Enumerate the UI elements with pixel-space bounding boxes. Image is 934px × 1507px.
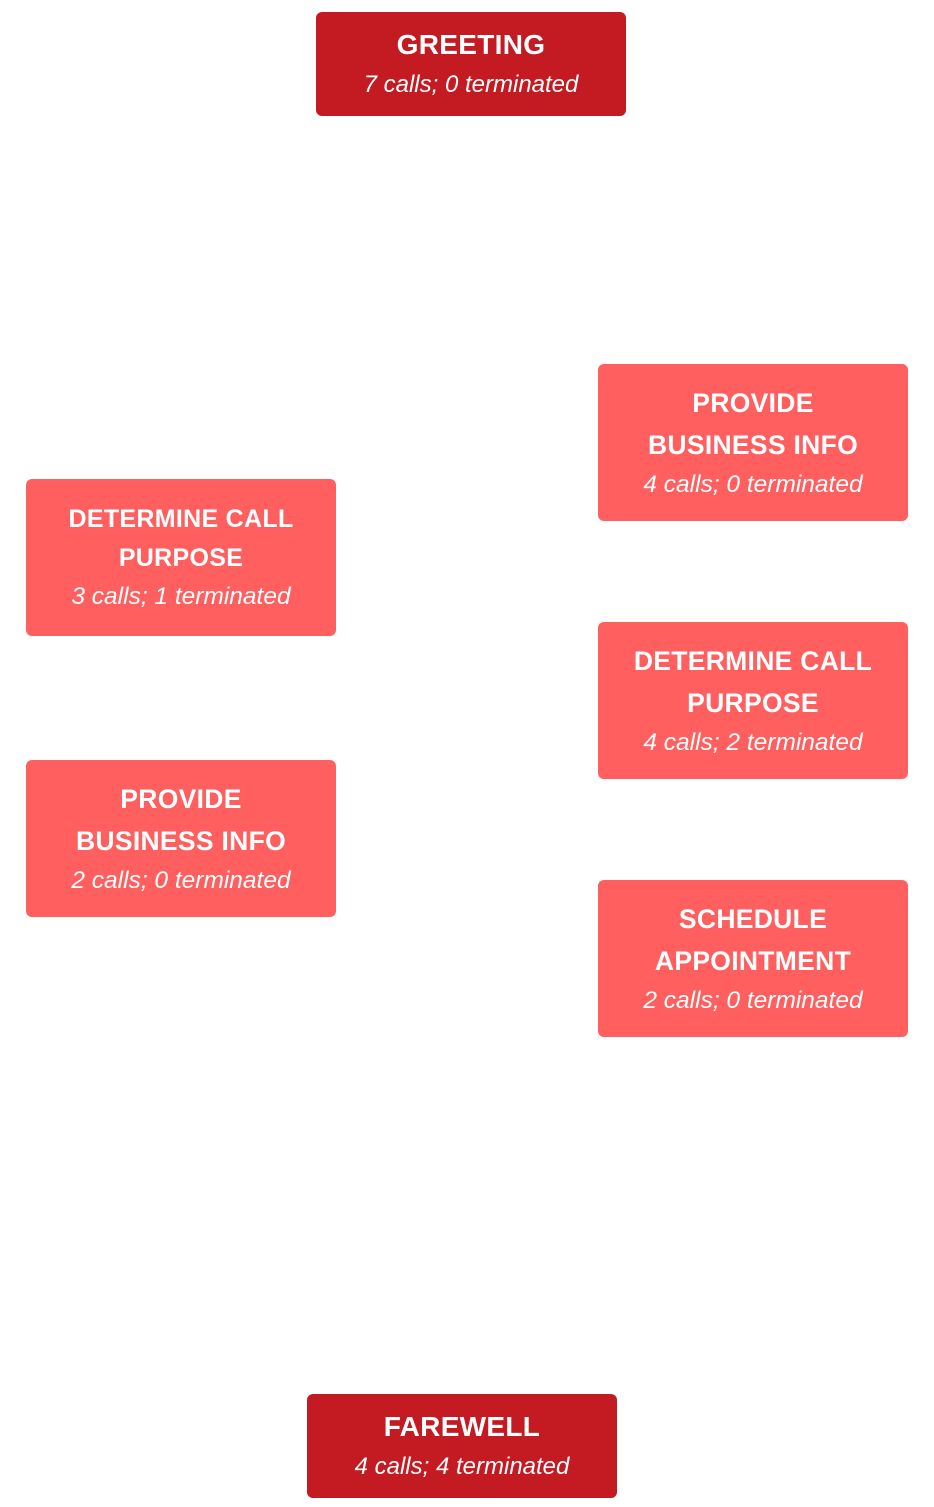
provide-business-info-node-left[interactable]: PROVIDE BUSINESS INFO 2 calls; 0 termina… (26, 760, 336, 917)
node-title-line1: DETERMINE CALL (633, 645, 873, 676)
determine-call-purpose-node-left[interactable]: DETERMINE CALL PURPOSE 3 calls; 1 termin… (26, 479, 336, 636)
provide-business-info-node-right[interactable]: PROVIDE BUSINESS INFO 4 calls; 0 termina… (598, 364, 908, 521)
greeting-node[interactable]: GREETING 7 calls; 0 terminated (316, 12, 626, 116)
node-stats: 4 calls; 0 terminated (643, 470, 863, 498)
node-title-line2: PURPOSE (118, 543, 244, 572)
node-stats: 7 calls; 0 terminated (363, 71, 579, 98)
node-title-line1: PROVIDE (692, 387, 814, 418)
node-title-line2: PURPOSE (687, 687, 819, 718)
node-stats: 2 calls; 0 terminated (71, 866, 291, 894)
node-stats: 4 calls; 4 terminated (354, 1453, 570, 1480)
node-stats: 3 calls; 1 terminated (71, 582, 291, 610)
node-title: FAREWELL (383, 1411, 541, 1442)
node-title-line2: APPOINTMENT (654, 945, 852, 976)
node-title-line1: PROVIDE (120, 783, 242, 814)
schedule-appointment-node[interactable]: SCHEDULE APPOINTMENT 2 calls; 0 terminat… (598, 880, 908, 1037)
node-title-line2: BUSINESS INFO (647, 429, 859, 460)
node-title-line1: SCHEDULE (678, 903, 828, 934)
node-stats: 4 calls; 2 terminated (643, 728, 863, 756)
node-title: GREETING (396, 29, 546, 60)
node-stats: 2 calls; 0 terminated (643, 986, 863, 1014)
determine-call-purpose-node-right[interactable]: DETERMINE CALL PURPOSE 4 calls; 2 termin… (598, 622, 908, 779)
node-title-line1: DETERMINE CALL (68, 504, 294, 533)
farewell-node[interactable]: FAREWELL 4 calls; 4 terminated (307, 1394, 617, 1498)
node-title-line2: BUSINESS INFO (75, 825, 287, 856)
